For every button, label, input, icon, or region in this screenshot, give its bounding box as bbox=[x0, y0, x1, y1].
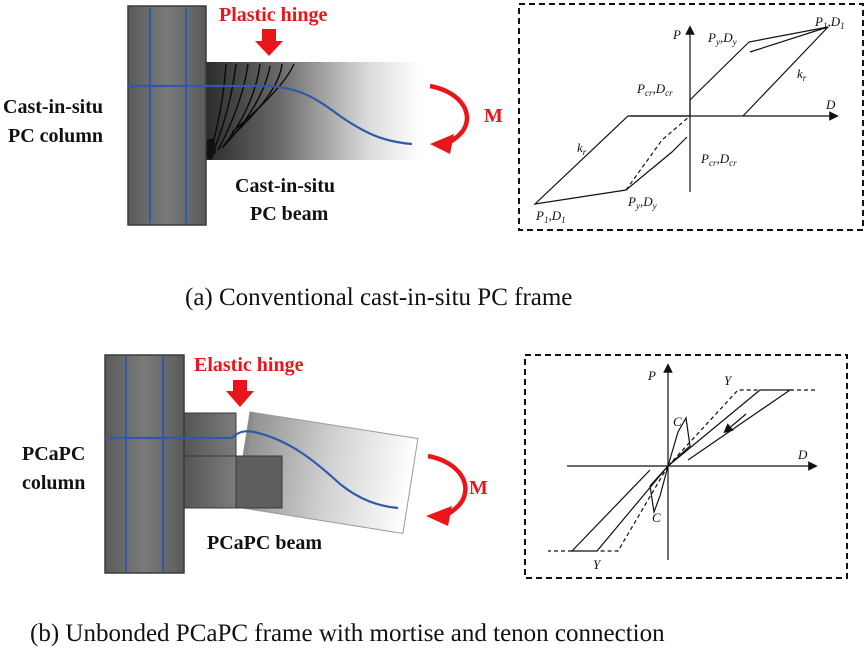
graph-a-d-label: D bbox=[825, 97, 836, 112]
label-pcr-bot: Pcr,Dcr bbox=[700, 151, 737, 168]
hinge-arrow-b bbox=[226, 380, 254, 407]
graph-b-p-label: P bbox=[647, 368, 656, 383]
graph-b-c-top: C bbox=[673, 414, 682, 429]
panel-b: Elastic hinge PCaPC column PCaPC beam M bbox=[22, 354, 848, 647]
graph-a-p-label: P bbox=[672, 27, 681, 42]
hysteresis-graph-b: P D C Y C Y bbox=[524, 354, 848, 579]
graph-b-y-top: Y bbox=[724, 373, 733, 388]
moment-arrow-a bbox=[429, 83, 470, 154]
column-label-b-2: column bbox=[22, 472, 85, 494]
label-p1d1-bot: P1,D1 bbox=[535, 208, 566, 225]
moment-arrow-b bbox=[426, 453, 468, 526]
hysteresis-graph-a: P D P1,D1 Py,Dy Pcr,Dcr kr kr Pcr,Dcr Py… bbox=[518, 3, 864, 231]
crushed-concrete bbox=[206, 138, 216, 160]
graph-a-loop bbox=[533, 26, 829, 205]
graph-b-y-bot: Y bbox=[593, 557, 602, 572]
label-pydy-bot: Py,Dy bbox=[627, 194, 657, 211]
panel-a: Plastic hinge Cast-in-situ PC column Cas… bbox=[3, 3, 864, 311]
graph-b-dashed bbox=[548, 389, 818, 552]
label-pcr-top: Pcr,Dcr bbox=[636, 81, 673, 98]
column-label-a-1: Cast-in-situ bbox=[3, 96, 103, 118]
column-label-a-2: PC column bbox=[8, 125, 103, 147]
beam-a bbox=[205, 62, 420, 160]
column-b-rebars bbox=[125, 357, 164, 571]
crack-pattern bbox=[209, 63, 295, 155]
moment-label-b: M bbox=[469, 477, 488, 499]
graph-b-unload-arrow bbox=[723, 413, 747, 434]
label-p1d1-top: P1,D1 bbox=[814, 14, 845, 31]
beam-label-a-2: PC beam bbox=[250, 203, 329, 225]
caption-a: (a) Conventional cast-in-situ PC frame bbox=[185, 284, 572, 311]
graph-b-d-label: D bbox=[797, 447, 808, 462]
graph-a-dashed bbox=[625, 115, 691, 191]
column-b bbox=[104, 354, 185, 574]
graph-a-frame bbox=[518, 3, 864, 231]
graph-b-c-bot: C bbox=[652, 510, 661, 525]
column-label-b-1: PCaPC bbox=[22, 443, 85, 465]
beam-label-a-1: Cast-in-situ bbox=[235, 175, 335, 197]
graph-b-frame bbox=[524, 354, 848, 579]
label-pydy-top: Py,Dy bbox=[707, 30, 737, 47]
caption-b: (b) Unbonded PCaPC frame with mortise an… bbox=[30, 620, 665, 647]
column-a bbox=[127, 5, 207, 226]
tendon-b bbox=[105, 430, 399, 510]
tendon-a bbox=[128, 84, 413, 146]
label-kr-left: kr bbox=[577, 140, 587, 157]
label-kr-right: kr bbox=[797, 66, 807, 83]
hinge-arrow-a bbox=[255, 29, 283, 56]
column-a-rebars bbox=[149, 8, 187, 223]
hinge-label-a: Plastic hinge bbox=[219, 4, 327, 26]
beam-label-b: PCaPC beam bbox=[207, 532, 322, 554]
hinge-label-b: Elastic hinge bbox=[194, 354, 304, 376]
tenon-b bbox=[183, 412, 283, 509]
graph-b-loops bbox=[570, 389, 792, 552]
moment-label-a: M bbox=[484, 105, 503, 127]
